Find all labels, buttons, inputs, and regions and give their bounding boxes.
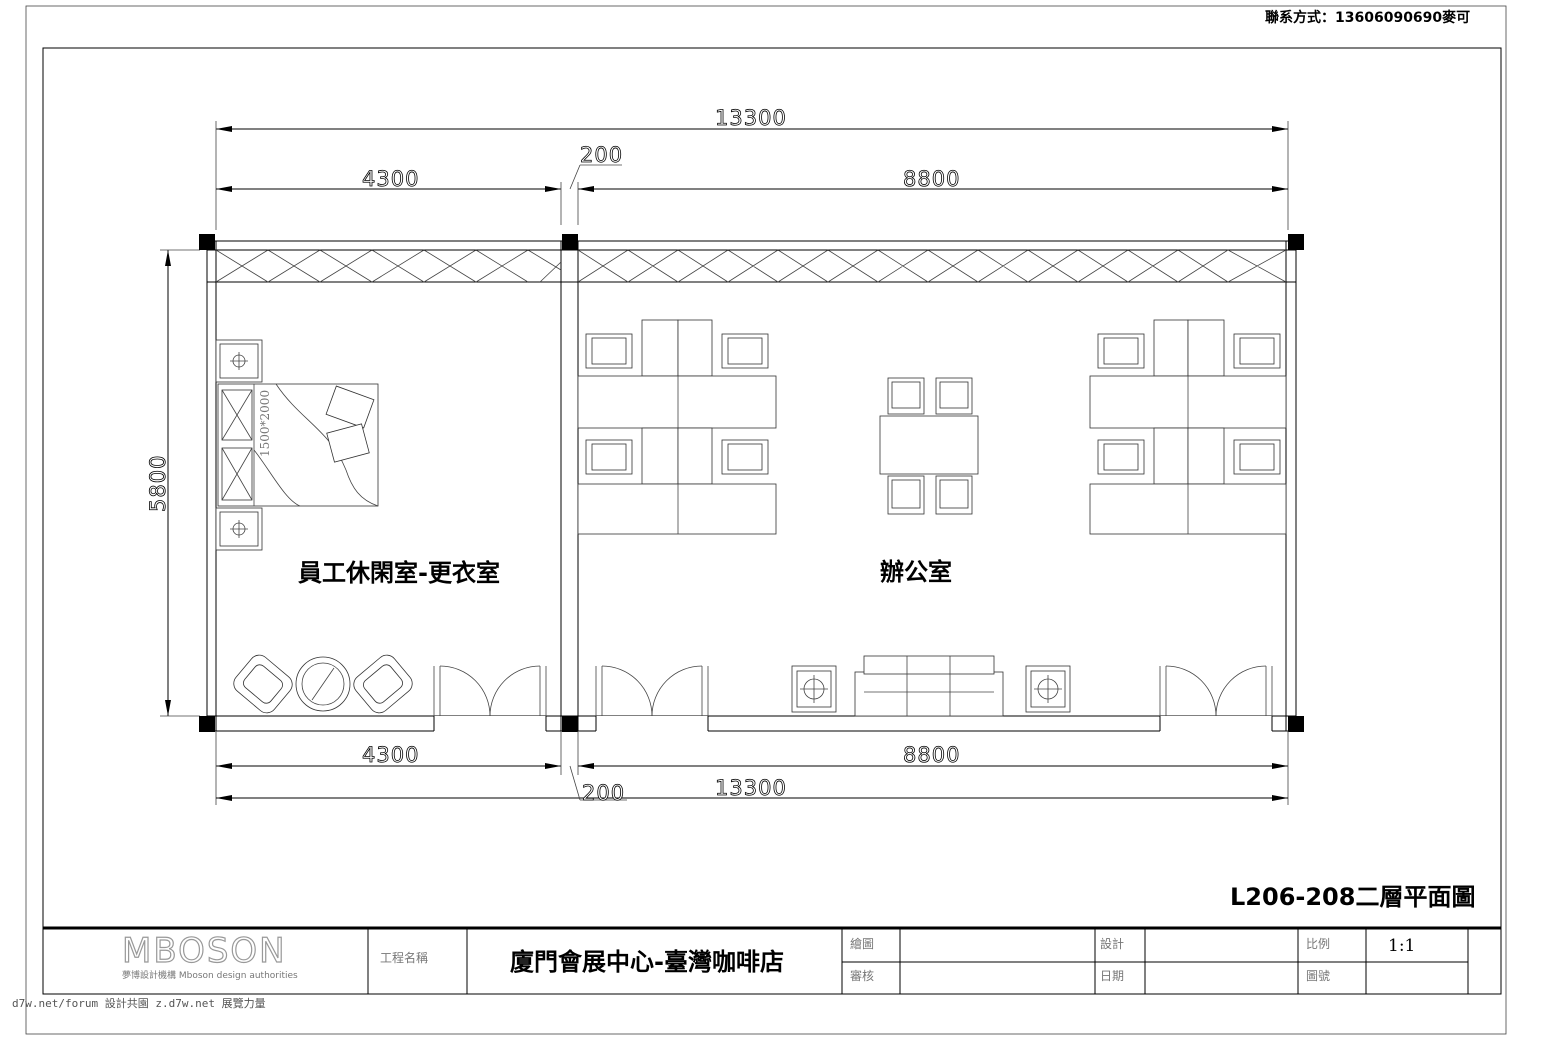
dim-bottom-total: 13300 [715, 776, 787, 800]
dim-top-right: 8800 [903, 167, 960, 191]
project-label: 工程名稱 [380, 950, 428, 965]
nightstand-bottom [215, 507, 263, 551]
title-block [42, 928, 1469, 995]
workstation-cluster-left [577, 319, 777, 535]
scale-value: 1:1 [1388, 936, 1415, 956]
lounge-chair-left [233, 654, 293, 714]
left-dimension: 5800 [146, 249, 200, 717]
side-table-left [791, 665, 837, 713]
drawing-number-label: 圖號 [1306, 969, 1330, 983]
dim-height: 5800 [146, 455, 170, 512]
dim-top-gap: 200 [580, 143, 623, 167]
round-side-table [295, 656, 351, 712]
door-left-room [433, 665, 547, 717]
contact-info: 聯系方式：13606090690麥可 [1265, 9, 1470, 26]
side-table-right [1025, 665, 1071, 713]
double-bed: 1500*2000 [217, 383, 379, 507]
dim-bottom-left: 4300 [362, 743, 419, 767]
bed-label: 1500*2000 [258, 390, 272, 457]
building-shell [199, 234, 1304, 732]
top-dimensions: 13300 4300 8800 200 [215, 106, 1289, 230]
lounge-chair-right [353, 654, 413, 714]
bottom-dimensions: 4300 8800 13300 200 [215, 731, 1289, 805]
dim-bottom-right: 8800 [903, 743, 960, 767]
sofa [854, 655, 1004, 717]
workstation-cluster-right [1089, 319, 1287, 535]
room-label-staff-lounge: 員工休閑室-更衣室 [297, 559, 500, 587]
dim-top-left: 4300 [362, 167, 419, 191]
design-label: 設計 [1100, 936, 1124, 951]
drawn-by-label: 繪圖 [850, 936, 874, 951]
meeting-table [879, 377, 979, 515]
scale-label: 比例 [1306, 937, 1330, 951]
door-office-left [595, 665, 709, 717]
watermark: d7w.net/forum 設計共園 z.d7w.net 展覽力量 [12, 996, 266, 1010]
checked-by-label: 審核 [850, 968, 874, 983]
date-label: 日期 [1100, 969, 1124, 983]
room-label-office: 辦公室 [880, 558, 952, 586]
dim-top-total: 13300 [715, 106, 787, 130]
nightstand-top [215, 339, 263, 383]
company-logo: MBOSON [122, 931, 287, 971]
project-name: 廈門會展中心-臺灣咖啡店 [510, 948, 784, 976]
door-office-right [1159, 665, 1273, 717]
drawing-title: L206-208二層平面圖 [1230, 883, 1475, 911]
sheet-border [25, 5, 1507, 1035]
company-logo-subtitle: 夢博設計機構 Mboson design authorities [122, 969, 298, 981]
dim-bottom-gap: 200 [582, 781, 625, 805]
